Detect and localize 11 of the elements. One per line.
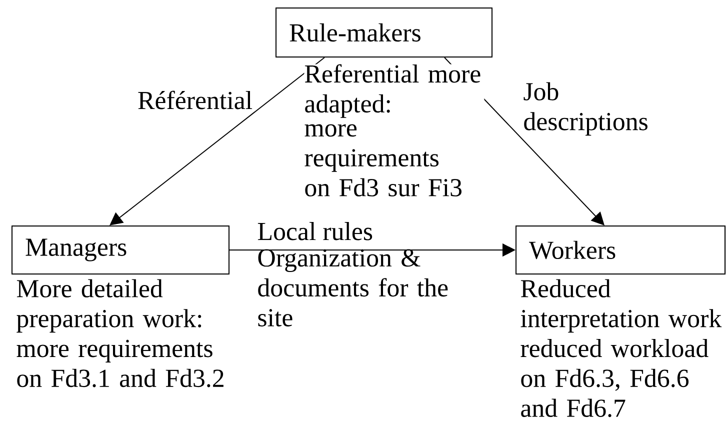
role-box: Rule-makers [276,8,492,58]
description-text: Reduced interpretation work reduced workload on Fd6.3, Fd6.6 and Fd6.7 [520,279,722,418]
edge-label: Référential [136,90,254,110]
role-box: Workers [516,226,726,274]
note-text: Referential more adapted: [304,64,484,118]
arrow [110,57,325,226]
description-text: More detailed preparation work: more requirements on Fd3.1 and Fd3.2 [16,279,224,388]
edge-label: Job descriptions [524,82,648,136]
role-box: Managers [12,226,230,274]
note-text: more requirements on Fd3 sur Fi3 [304,124,484,196]
edge-label: Local rules [258,222,372,240]
